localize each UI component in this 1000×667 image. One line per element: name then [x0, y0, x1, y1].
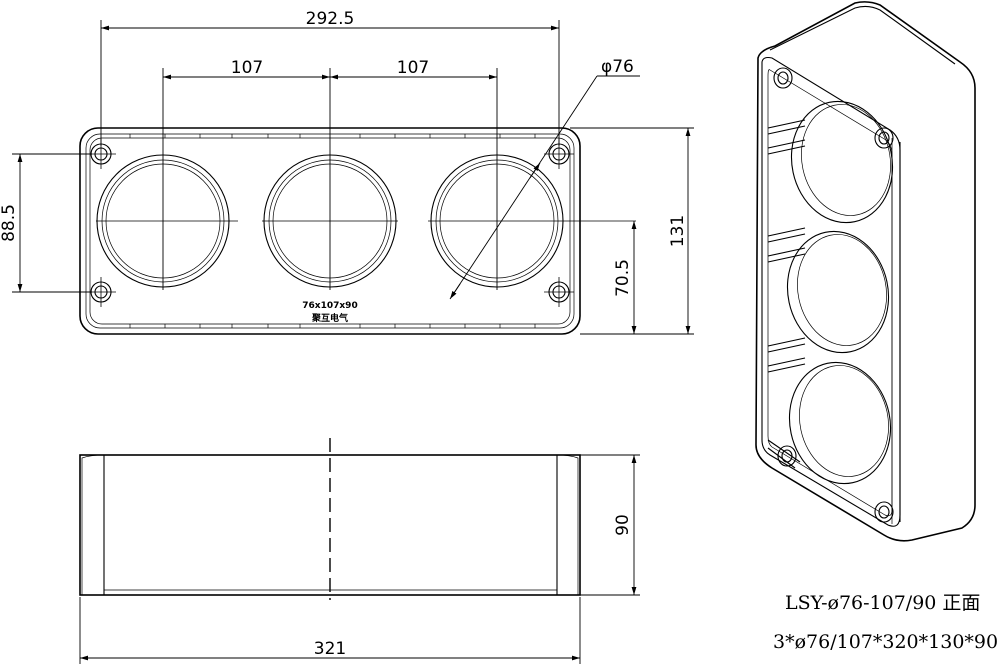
dim-label-diameter: φ76	[601, 57, 634, 77]
dim-label-88-5: 88.5	[0, 204, 19, 242]
isometric-view	[755, 1, 976, 542]
dimension-292-5: 292.5	[100, 9, 560, 146]
iso-outer-body	[755, 1, 976, 542]
caption: LSY-ø76-107/90 正面 3*ø76/107*320*130*90	[773, 592, 998, 653]
panel-label-size: 76x107x90	[302, 301, 357, 311]
iso-hole-bottom	[788, 361, 892, 485]
dimension-107-right: 107	[330, 58, 498, 290]
caption-spec: 3*ø76/107*320*130*90	[773, 631, 998, 653]
iso-hole-middle	[786, 230, 890, 354]
side-view: 90 321	[79, 438, 640, 664]
iso-front-face	[761, 56, 901, 527]
screw-hole-bottom-right	[544, 277, 574, 307]
dimension-70-5: 70.5	[580, 221, 640, 335]
dimension-diameter: φ76	[449, 57, 640, 300]
front-view: 76x107x90 聚互电气 292.5 107 107	[0, 9, 694, 335]
dimension-131: 131	[570, 127, 694, 335]
dim-label-90: 90	[613, 514, 633, 536]
iso-hole-top	[790, 100, 894, 224]
dim-label-107-left: 107	[231, 58, 263, 78]
dim-label-131: 131	[668, 215, 688, 247]
dimension-88-5: 88.5	[0, 153, 92, 293]
iso-screw-holes	[773, 67, 894, 523]
dim-label-107-right: 107	[397, 58, 429, 78]
dim-label-321: 321	[314, 639, 346, 659]
caption-model: LSY-ø76-107/90 正面	[785, 592, 980, 614]
panel-label-brand: 聚互电气	[311, 312, 348, 324]
dim-label-70-5: 70.5	[613, 259, 633, 297]
edge-ticks	[129, 134, 536, 328]
dim-label-292-5: 292.5	[306, 9, 355, 29]
dimension-90: 90	[580, 454, 640, 596]
dimension-321: 321	[79, 597, 581, 664]
dimension-107-left: 107	[162, 58, 331, 290]
